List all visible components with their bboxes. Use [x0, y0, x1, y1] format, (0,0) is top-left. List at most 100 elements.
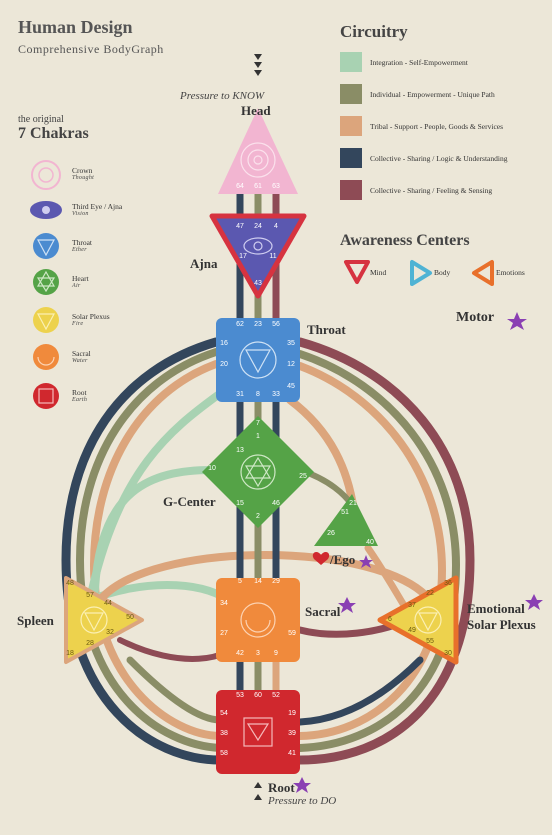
- gate-spleen-57: 57: [86, 592, 94, 599]
- sacral-chakra-icon: [33, 344, 59, 370]
- ajna-label: Ajna: [190, 256, 218, 271]
- gate-g-2: 2: [256, 513, 260, 520]
- page-subtitle: Comprehensive BodyGraph: [18, 42, 164, 56]
- solar-plexus-label-2: Solar Plexus: [467, 617, 536, 632]
- chakra-name: Solar Plexus: [72, 312, 110, 321]
- gate-spleen-18: 18: [66, 650, 74, 657]
- gate-sacral-42: 42: [236, 650, 244, 657]
- gate-ego-21: 21: [349, 500, 357, 507]
- gate-g-7: 7: [256, 420, 260, 427]
- gate-solar-6: 6: [388, 616, 392, 623]
- gate-throat-8: 8: [256, 391, 260, 398]
- channel-individual-spleen-root: [126, 656, 224, 724]
- pressure-do-label: Pressure to DO: [268, 795, 337, 807]
- circuitry-label-collective-logic: Collective - Sharing / Logic & Understan…: [370, 154, 508, 163]
- gate-g-13: 13: [236, 447, 244, 454]
- pressure-arrows-bottom: [254, 782, 262, 800]
- center-solar-plexus: [377, 575, 459, 665]
- center-head: [218, 108, 298, 194]
- ajna-chakra-symbol: [243, 237, 273, 255]
- root-chakra-icon: [33, 383, 59, 409]
- chakra-entry-sacral: Sacral Water: [72, 349, 91, 364]
- circuitry-swatches: [340, 52, 362, 200]
- gate-sacral-27: 27: [220, 630, 228, 637]
- channel-right-collective-feeling: [295, 337, 475, 765]
- chakra-element: Water: [72, 358, 88, 364]
- swatch-tribal: [340, 116, 362, 136]
- awareness-label-mind: Mind: [370, 268, 387, 277]
- gate-spleen-50: 50: [126, 614, 134, 621]
- gate-throat-45: 45: [287, 383, 295, 390]
- gate-root-19: 19: [288, 710, 296, 717]
- center-ajna: [209, 213, 307, 299]
- chakra-entry-root: Root Earth: [72, 388, 87, 403]
- chakra-icons: [30, 160, 62, 409]
- ego-label: /Ego: [330, 552, 356, 567]
- chakra-name: Heart: [72, 274, 89, 283]
- motor-star-root: [293, 777, 311, 793]
- gate-root-41: 41: [288, 750, 296, 757]
- gate-throat-23: 23: [254, 321, 262, 328]
- pressure-know-label: Pressure to KNOW: [180, 90, 265, 102]
- gate-sacral-34: 34: [220, 600, 228, 607]
- throat-chakra-icon: [33, 233, 59, 259]
- throat-chakra-symbol: [239, 341, 277, 379]
- chakras-title: 7 Chakras: [18, 125, 89, 142]
- head-label: Head: [241, 103, 271, 118]
- center-spleen: [64, 576, 144, 664]
- pressure-arrows-top: [254, 54, 262, 76]
- chakra-name: Throat: [72, 238, 92, 247]
- gate-ego-51: 51: [341, 509, 349, 516]
- gate-solar-30: 30: [444, 650, 452, 657]
- motor-star-ego: [359, 555, 373, 568]
- third-eye-chakra-icon: [30, 201, 62, 219]
- gate-throat-31: 31: [236, 391, 244, 398]
- gate-throat-62: 62: [236, 321, 244, 328]
- gate-g-10: 10: [208, 465, 216, 472]
- gate-ajna-11: 11: [269, 253, 277, 260]
- gate-ajna-24: 24: [254, 223, 262, 230]
- sacral-label: Sacral: [305, 604, 341, 619]
- chakras-intro: the original: [18, 114, 64, 125]
- gate-ego-26: 26: [327, 530, 335, 537]
- page-title: Human Design: [18, 17, 133, 37]
- motor-star-solar: [525, 594, 543, 610]
- gate-throat-12: 12: [287, 361, 295, 368]
- circuitry-label-individual: Individual - Empowerment - Unique Path: [370, 90, 495, 99]
- gate-throat-16: 16: [220, 340, 228, 347]
- channel-collective-solar-root: [296, 656, 424, 726]
- gate-g-15: 15: [236, 500, 244, 507]
- center-ego: [314, 494, 378, 546]
- spleen-label: Spleen: [17, 613, 54, 628]
- chakra-entry-solar-plexus: Solar Plexus Fire: [72, 312, 110, 327]
- gate-solar-36: 36: [444, 580, 452, 587]
- chakra-entry-third-eye: Third Eye / Ajna Vision: [72, 202, 122, 217]
- chakra-entry-heart: Heart Air: [72, 274, 89, 289]
- chakra-entry-throat: Throat Ether: [72, 238, 92, 253]
- gate-spleen-32: 32: [106, 629, 114, 636]
- chakra-element: Vision: [72, 211, 89, 217]
- gate-head-61: 61: [254, 183, 262, 190]
- awareness-label-emotions: Emotions: [496, 268, 525, 277]
- heart-icon: [312, 552, 330, 565]
- awareness-label-body: Body: [434, 268, 451, 277]
- gate-spleen-28: 28: [86, 640, 94, 647]
- gate-head-64: 64: [236, 183, 244, 190]
- gate-spleen-44: 44: [104, 600, 112, 607]
- g-chakra-symbol: [240, 454, 276, 490]
- gate-g-1: 1: [256, 433, 260, 440]
- chakra-element: Earth: [72, 397, 88, 403]
- head-chakra-symbol: [240, 142, 276, 178]
- gate-g-25: 25: [299, 473, 307, 480]
- gate-root-60: 60: [254, 692, 262, 699]
- circuitry-label-collective-feeling: Collective - Sharing / Feeling & Sensing: [370, 186, 493, 195]
- mind-awareness-icon: [344, 260, 370, 284]
- motor-stars: [293, 312, 543, 793]
- gate-throat-20: 20: [220, 361, 228, 368]
- motor-star-legend: [507, 312, 527, 330]
- chakra-name: Third Eye / Ajna: [72, 202, 123, 211]
- solar-plexus-chakra-icon: [33, 307, 59, 333]
- gate-spleen-48: 48: [66, 580, 74, 587]
